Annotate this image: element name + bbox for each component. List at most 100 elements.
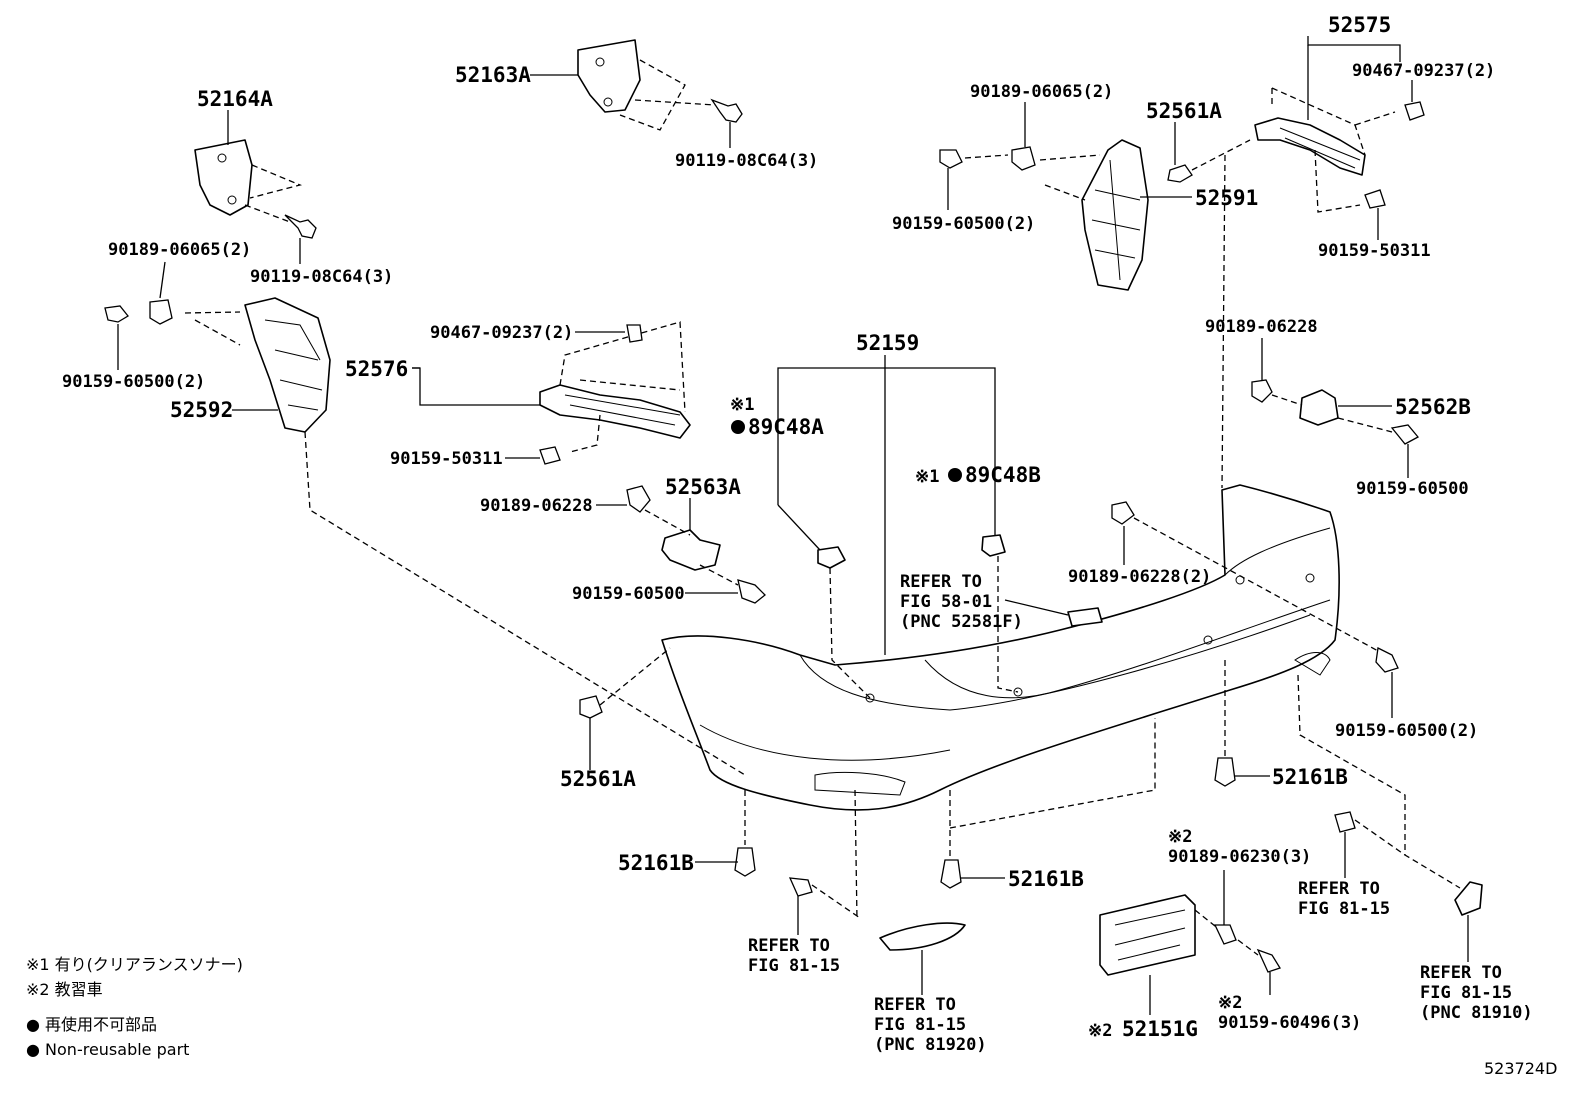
- refer-81-15-right: REFER TO FIG 81-15: [1298, 879, 1390, 919]
- refer-81910-line2: FIG 81-15: [1420, 983, 1512, 1003]
- mark-2-c: ※2: [1218, 993, 1242, 1013]
- label-52562B: 52562B: [1395, 395, 1471, 419]
- label-52576: 52576: [345, 357, 408, 381]
- label-52161B-a: 52161B: [618, 851, 694, 875]
- refer-81920: REFER TO FIG 81-15 (PNC 81920): [874, 995, 987, 1055]
- label-52163A: 52163A: [455, 63, 531, 87]
- diagram-id: 523724D: [1484, 1059, 1557, 1078]
- label-90189-06065-right: 90189-06065(2): [970, 82, 1113, 102]
- refer-81910-line1: REFER TO: [1420, 963, 1502, 983]
- bolt-90119-a[interactable]: [284, 214, 317, 239]
- clip-90189-06228-2[interactable]: [1111, 501, 1135, 525]
- label-52591: 52591: [1195, 186, 1258, 210]
- retainer-52576[interactable]: [539, 384, 691, 439]
- clip-90189-06230[interactable]: [1213, 924, 1237, 945]
- legend: ※1 有り(クリアランスソナー) ※2 教習車 ● 再使用不可部品 ● Non-…: [26, 955, 243, 1059]
- clip-90189-06065-right[interactable]: [1011, 146, 1036, 171]
- clip-52161B-b[interactable]: [940, 859, 962, 889]
- label-52161B-c: 52161B: [1272, 765, 1348, 789]
- refer-81910-line3: (PNC 81910): [1420, 1003, 1533, 1023]
- clip-52161B-c[interactable]: [1214, 757, 1236, 787]
- screw-90159-60500-left[interactable]: [104, 305, 129, 323]
- license-bracket-52151G[interactable]: [1099, 894, 1196, 976]
- label-90159-50311-right: 90159-50311: [1318, 241, 1431, 261]
- non-reusable-dot-89C48B: [948, 468, 962, 482]
- clip-52561A-top[interactable]: [1167, 164, 1193, 183]
- label-89C48B: 89C48B: [965, 463, 1041, 487]
- label-90189-06230: 90189-06230(3): [1168, 847, 1311, 867]
- refer-81920-line3: (PNC 81920): [874, 1035, 987, 1055]
- non-reusable-dot-89C48A: [731, 420, 745, 434]
- refer-52581F-line1: REFER TO: [900, 572, 982, 592]
- clip-52561A-bottom[interactable]: [579, 695, 603, 719]
- sonar-holder-89C48A[interactable]: [817, 546, 846, 569]
- refer-81920-line2: FIG 81-15: [874, 1015, 966, 1035]
- refer-52581F-line2: FIG 58-01: [900, 592, 992, 612]
- label-90119-a: 90119-08C64(3): [675, 151, 818, 171]
- label-52159: 52159: [856, 331, 919, 355]
- screw-90159-60500-right[interactable]: [939, 149, 963, 169]
- bolt-90119-b[interactable]: [710, 98, 743, 123]
- retainer-52563A[interactable]: [661, 529, 721, 571]
- refer-left-line1: REFER TO: [748, 936, 830, 956]
- label-52575: 52575: [1328, 13, 1391, 37]
- garnish-52581F[interactable]: [1067, 607, 1103, 627]
- reflector-81920[interactable]: [879, 922, 966, 951]
- label-90467-right: 90467-09237(2): [1352, 61, 1495, 81]
- label-52161B-b: 52161B: [1008, 867, 1084, 891]
- refer-right-line1: REFER TO: [1298, 879, 1380, 899]
- bracket-52164A[interactable]: [194, 139, 253, 216]
- legend-note-1: ※1 有り(クリアランスソナー): [26, 955, 243, 974]
- mark-1-b: ※1: [915, 467, 939, 487]
- label-90189-06228-left: 90189-06228: [480, 496, 593, 516]
- clip-52161B-a[interactable]: [734, 847, 756, 877]
- refer-81-15-left: REFER TO FIG 81-15: [748, 936, 840, 976]
- label-52561A-bottom: 52561A: [560, 767, 636, 791]
- screw-90159-50311-right[interactable]: [1364, 189, 1386, 209]
- label-52164A: 52164A: [197, 87, 273, 111]
- bumper-cover[interactable]: [661, 484, 1340, 811]
- screw-90467-right[interactable]: [1404, 101, 1425, 121]
- label-90159-60496: 90159-60496(3): [1218, 1013, 1361, 1033]
- refer-right-line2: FIG 81-15: [1298, 899, 1390, 919]
- label-90189-06228-2: 90189-06228(2): [1068, 567, 1211, 587]
- leader-lines: [117, 36, 1469, 1015]
- refer-81920-line1: REFER TO: [874, 995, 956, 1015]
- screw-fig-81-15-right[interactable]: [1334, 811, 1356, 833]
- screw-90159-60500-mid[interactable]: [737, 579, 766, 604]
- label-90159-60500-mid: 90159-60500: [572, 584, 685, 604]
- mark-2-b: ※2: [1088, 1021, 1112, 1041]
- label-52563A: 52563A: [665, 475, 741, 499]
- screw-90467-left[interactable]: [626, 324, 643, 343]
- sonar-holder-89C48B[interactable]: [981, 534, 1006, 557]
- refer-left-line2: FIG 81-15: [748, 956, 840, 976]
- spacer-52591[interactable]: [1081, 139, 1149, 291]
- screw-90159-60500-r3[interactable]: [1375, 647, 1399, 673]
- label-90189-06228-right: 90189-06228: [1205, 317, 1318, 337]
- reflector-81910[interactable]: [1454, 881, 1483, 916]
- label-89C48A: 89C48A: [748, 415, 824, 439]
- label-52561A-top: 52561A: [1146, 99, 1222, 123]
- clip-90189-06065-left[interactable]: [149, 299, 173, 325]
- label-90189-06065-left: 90189-06065(2): [108, 240, 251, 260]
- legend-note-2: ※2 教習車: [26, 980, 103, 999]
- legend-dot-en: ● Non-reusable part: [26, 1040, 189, 1059]
- clip-90189-06228-right[interactable]: [1251, 379, 1273, 403]
- screw-fig-81-15-left[interactable]: [788, 877, 813, 897]
- refer-52581F-line3: (PNC 52581F): [900, 612, 1023, 632]
- bracket-52163A[interactable]: [577, 39, 641, 113]
- label-90159-60500-left: 90159-60500(2): [62, 372, 205, 392]
- screw-90159-50311-left[interactable]: [539, 446, 561, 465]
- screw-90159-60500-r2[interactable]: [1390, 424, 1420, 445]
- legend-dot-jp: ● 再使用不可部品: [26, 1015, 157, 1034]
- refer-52581F: REFER TO FIG 58-01 (PNC 52581F): [900, 572, 1023, 632]
- mark-1-a: ※1: [730, 395, 754, 415]
- screw-90159-60496[interactable]: [1256, 948, 1281, 973]
- retainer-52575[interactable]: [1254, 117, 1366, 176]
- label-90159-50311-left: 90159-50311: [390, 449, 503, 469]
- spacer-52592[interactable]: [244, 297, 331, 433]
- clip-90189-06228-left[interactable]: [626, 485, 651, 513]
- retainer-52562B[interactable]: [1299, 389, 1339, 426]
- mark-2-a: ※2: [1168, 827, 1192, 847]
